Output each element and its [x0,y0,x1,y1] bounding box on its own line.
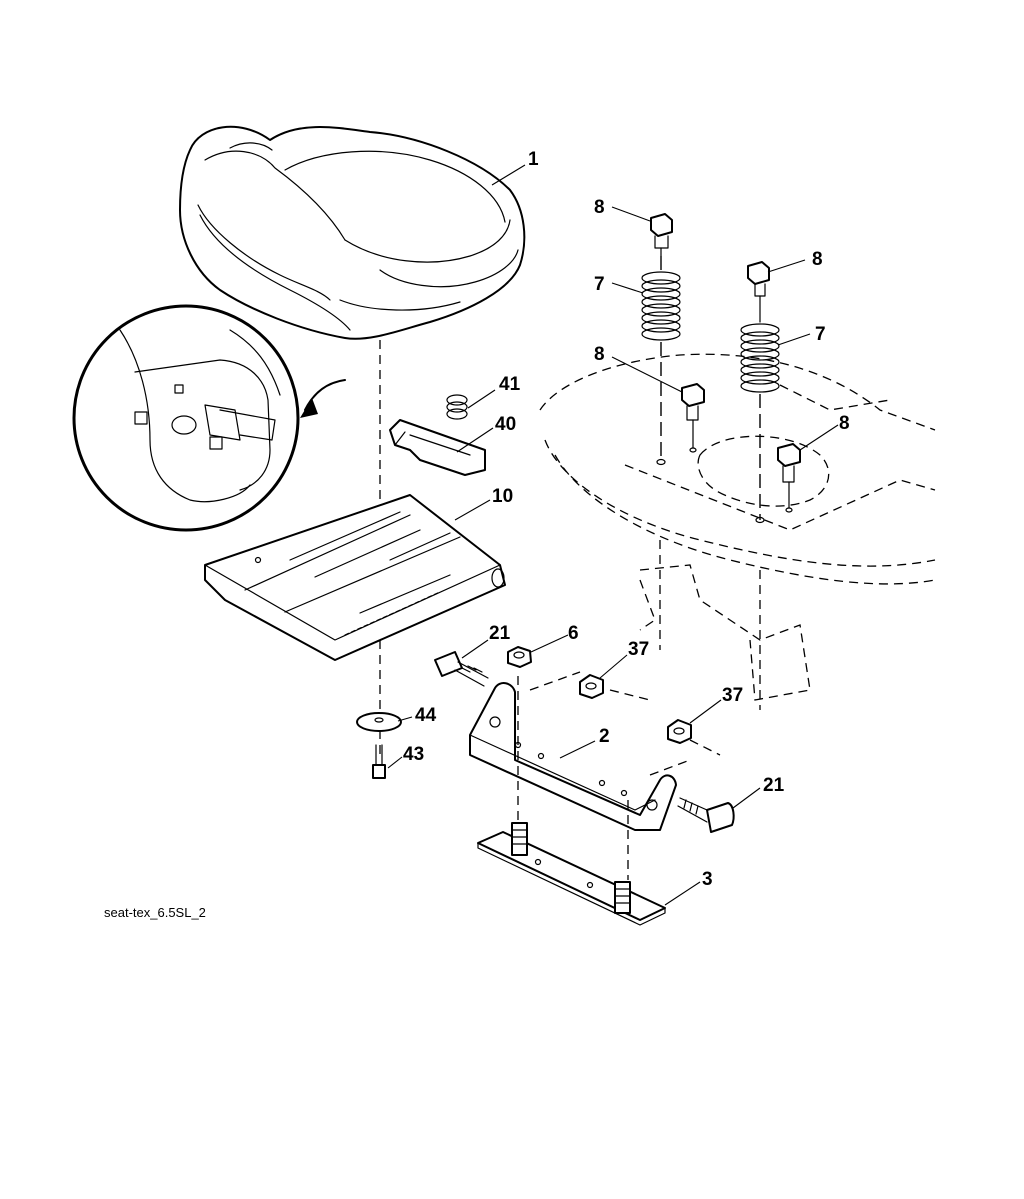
callout-6: 6 [568,623,579,644]
seat-bolt [372,744,386,779]
seat [179,125,526,340]
callout-3: 3 [702,869,713,890]
callout-8-a: 8 [594,197,605,218]
callout-21-a: 21 [489,623,511,644]
callout-8-c: 8 [594,344,605,365]
seat-spring [446,394,468,420]
callout-2: 2 [599,726,610,747]
alignment-lines [517,671,721,880]
callout-7-a: 7 [594,274,605,295]
pivot-bolt-left [434,651,489,687]
spring-bolt-upper-left [650,213,673,257]
callout-8-d: 8 [839,413,850,434]
callout-21-b: 21 [763,775,785,796]
callout-labels: 1 8 7 8 7 8 8 41 40 10 21 6 37 37 44 43 … [403,149,850,890]
frame-holes [656,447,793,524]
callout-10: 10 [492,486,513,507]
callout-43: 43 [403,744,424,765]
lock-nut-lower [667,719,692,744]
callout-37-b: 37 [722,685,743,706]
detail-magnifier [72,304,346,532]
base-plate [477,822,666,926]
pivot-bracket [469,682,677,831]
spring-bolt-upper-right [747,261,770,323]
washer [356,712,402,732]
chassis-frame [539,353,936,710]
callout-8-b: 8 [812,249,823,270]
callout-40: 40 [495,414,516,435]
frame-bolt-left [681,383,705,449]
spring-right [740,323,780,393]
pivot-nut [507,646,532,668]
callout-37-a: 37 [628,639,649,660]
frame-bolt-right [777,443,801,509]
lock-nut-upper [579,674,604,699]
callout-44: 44 [415,705,437,726]
pivot-bolt-right [677,797,735,833]
spring-left [641,271,681,341]
leader-lines [387,164,839,906]
diagram-caption: seat-tex_6.5SL_2 [104,905,206,920]
seat-bracket [389,419,486,476]
callout-1: 1 [528,149,539,170]
callout-7-b: 7 [815,324,826,345]
callout-41: 41 [499,374,521,395]
seat-pan [204,494,506,661]
